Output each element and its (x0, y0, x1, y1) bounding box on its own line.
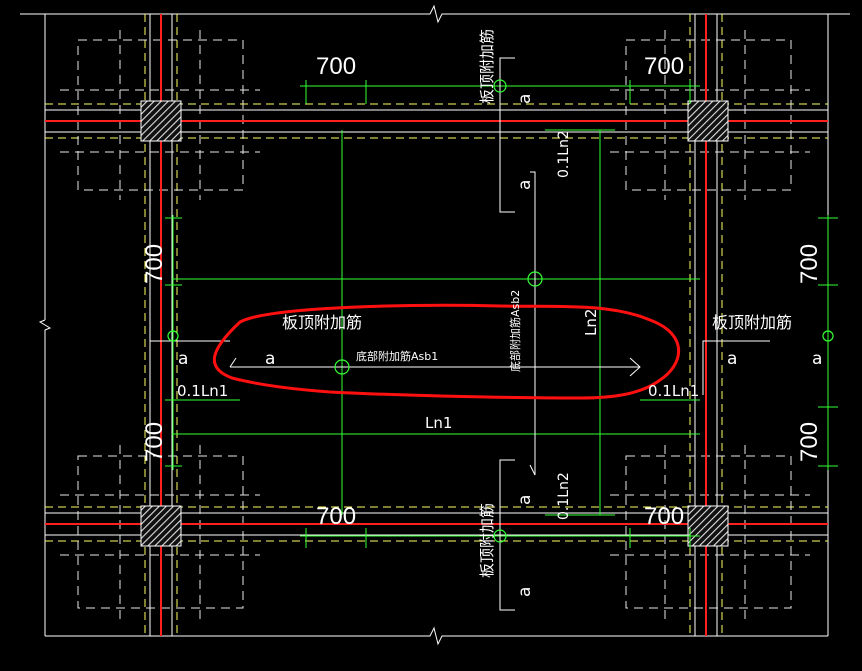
a-marker: a (178, 349, 188, 369)
column-bottom-left (140, 505, 182, 547)
circle-node-icon (493, 79, 507, 93)
top-rebar-label-top: 板顶附加筋 (478, 29, 496, 104)
dim-700-top-left: 700 (316, 53, 356, 80)
bottom-rebar-asb1-label: 底部附加筋Asb1 (356, 349, 438, 363)
a-marker: a (515, 495, 535, 505)
top-rebar-label-right: 板顶附加筋 (712, 313, 792, 332)
circle-node-icon (527, 271, 543, 287)
dim-700-right-lower: 700 (796, 422, 823, 462)
annotation-labels: 板顶附加筋 板顶附加筋 板顶附加筋 板顶附加筋 底部附加筋Asb1 底部附加筋A… (177, 29, 792, 578)
a-marker: a (265, 349, 275, 369)
ln1-left-label: 0.1Ln1 (177, 382, 228, 400)
highlight-outline (213, 303, 681, 400)
circle-node-icon (334, 359, 350, 375)
ln2-top-label: 0.1Ln2 (556, 130, 572, 178)
column-top-left (140, 100, 182, 142)
rebar-lines (165, 80, 838, 548)
circle-node-icon (822, 330, 834, 342)
top-rebar-label-left: 板顶附加筋 (282, 313, 362, 332)
rebar-hooks (149, 57, 770, 611)
dim-700-right-upper: 700 (796, 244, 823, 284)
top-rebar-label-bottom: 板顶附加筋 (478, 503, 496, 578)
ln2-bottom-label: 0.1Ln2 (556, 472, 572, 520)
ln1-label: Ln1 (425, 414, 452, 432)
ln1-right-label: 0.1Ln1 (648, 382, 699, 400)
circle-node-icon (493, 529, 507, 543)
columns (140, 100, 729, 547)
a-marker: a (515, 587, 535, 597)
dimension-texts: 700 700 700 700 700 700 700 700 (141, 53, 823, 530)
dim-700-bottom-right: 700 (644, 503, 684, 530)
a-markers: a a a a a a a a (178, 94, 822, 597)
a-marker: a (515, 94, 535, 104)
node-circles (167, 79, 834, 543)
dim-700-top-right: 700 (644, 53, 684, 80)
dim-700-left-upper: 700 (141, 244, 168, 284)
dim-700-bottom-left: 700 (316, 503, 356, 530)
bottom-rebar-asb2-label: 底部附加筋Asb2 (508, 290, 522, 372)
a-marker: a (812, 349, 822, 369)
a-marker: a (515, 180, 535, 190)
circle-node-icon (167, 330, 179, 342)
a-marker: a (727, 349, 737, 369)
column-top-right (687, 100, 729, 142)
dim-700-left-lower: 700 (141, 422, 168, 462)
column-bottom-right (687, 505, 729, 547)
ln2-label: Ln2 (582, 309, 600, 336)
